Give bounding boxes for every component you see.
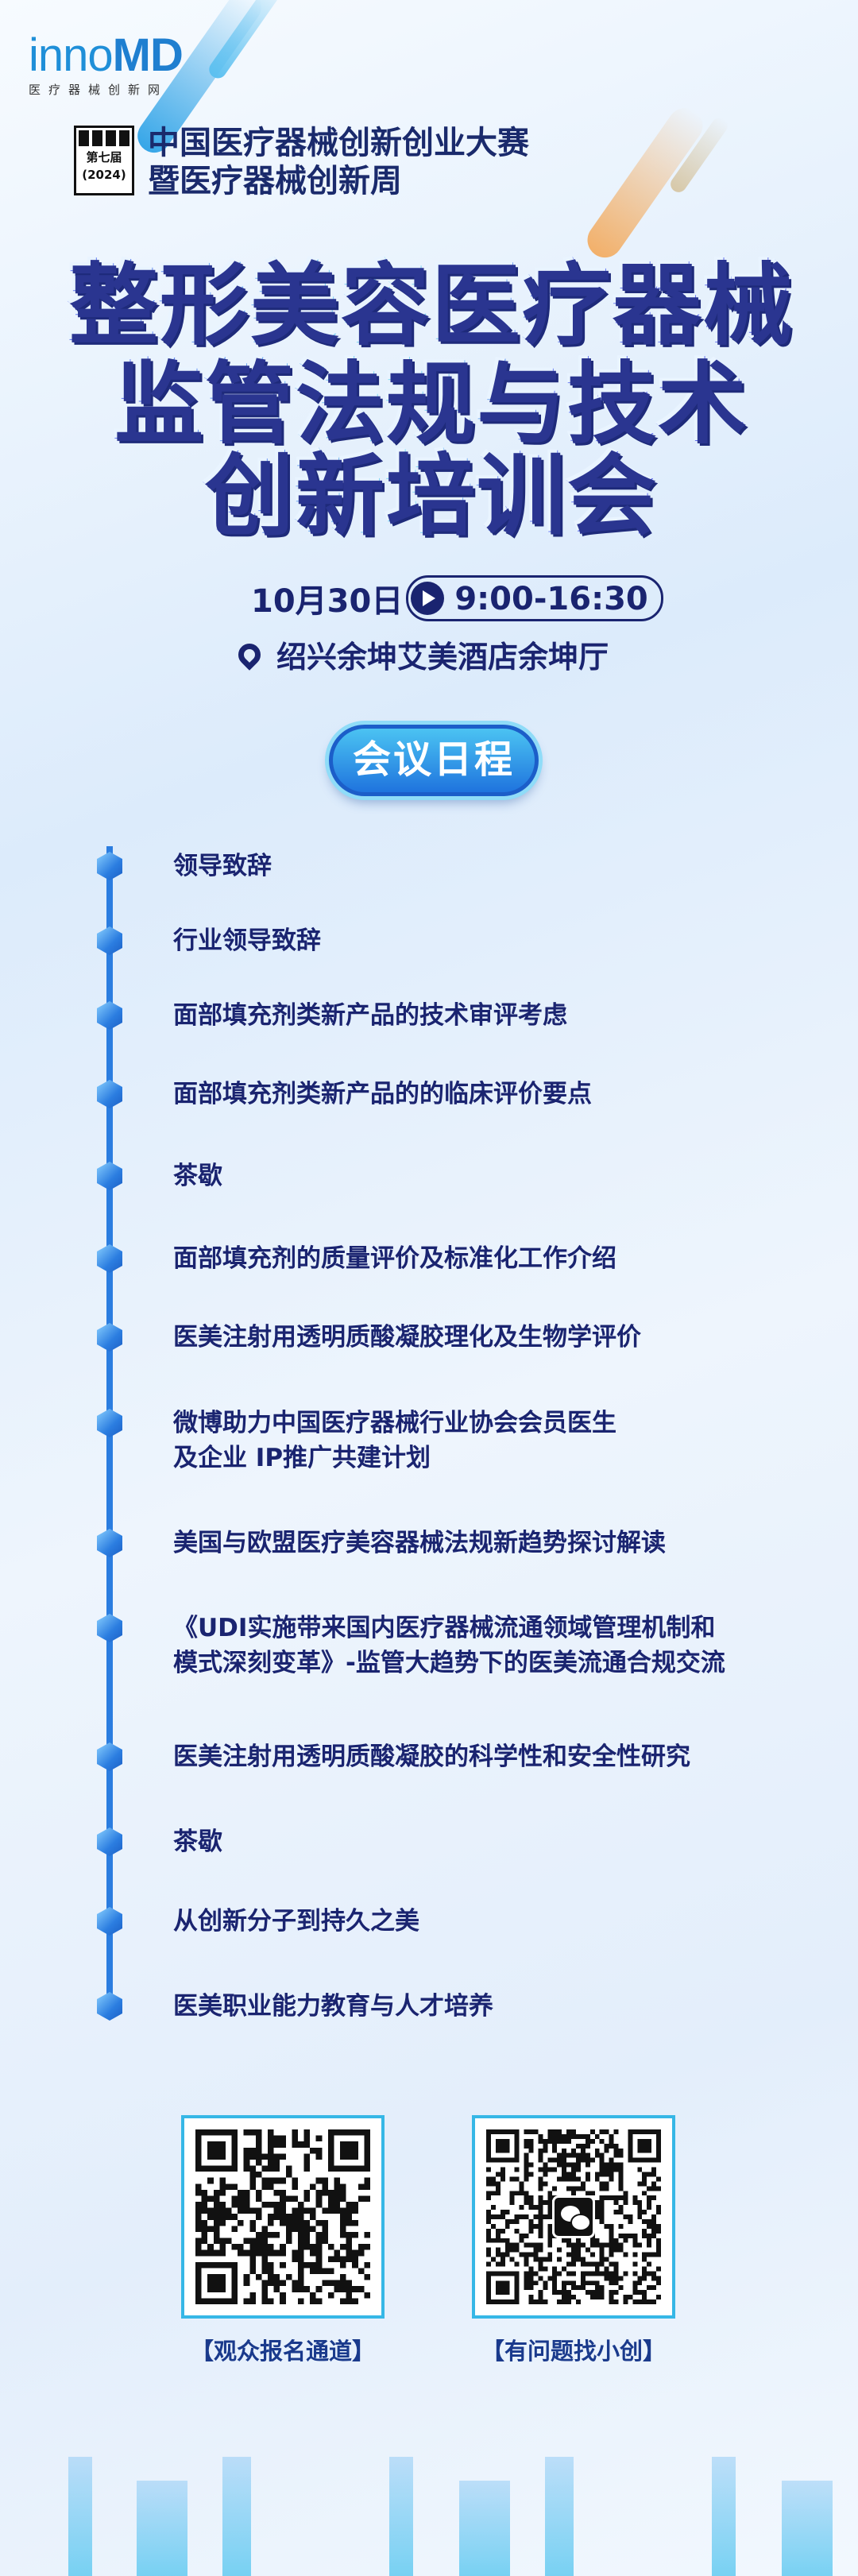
agenda-item-text: 茶歇 bbox=[173, 1162, 222, 1190]
location: 绍兴余坤艾美酒店余坤厅 bbox=[234, 632, 609, 676]
agenda-item-text: 面部填充剂的质量评价及标准化工作介绍 bbox=[173, 1244, 616, 1273]
agenda-item: 面部填充剂类新产品的技术审评考虑 bbox=[97, 998, 567, 1033]
hexagon-bullet-icon bbox=[97, 1244, 122, 1273]
hexagon-bullet-icon bbox=[97, 1323, 122, 1352]
decor-building bbox=[222, 2457, 251, 2576]
agenda-item: 从创新分子到持久之美 bbox=[97, 1904, 419, 1939]
hexagon-bullet-icon bbox=[97, 1162, 122, 1190]
agenda-item: 领导致辞 bbox=[97, 849, 272, 884]
agenda-item: 医美注射用透明质酸凝胶理化及生物学评价 bbox=[97, 1320, 641, 1355]
decor-building bbox=[389, 2457, 413, 2576]
agenda-item-text: 面部填充剂类新产品的的临床评价要点 bbox=[173, 1080, 592, 1108]
agenda-item: 面部填充剂的质量评价及标准化工作介绍 bbox=[97, 1241, 616, 1276]
hexagon-bullet-icon bbox=[97, 1080, 122, 1108]
qr-contact[interactable] bbox=[472, 2115, 675, 2319]
agenda-item: 茶歇 bbox=[97, 1824, 222, 1859]
agenda-item-text: 领导致辞 bbox=[173, 852, 272, 880]
hexagon-bullet-icon bbox=[97, 1409, 122, 1437]
agenda-item-text: 医美注射用透明质酸凝胶理化及生物学评价 bbox=[173, 1323, 641, 1352]
agenda-item-text: 医美职业能力教育与人才培养 bbox=[173, 1992, 493, 2021]
agenda-item: 行业领导致辞 bbox=[97, 923, 321, 958]
agenda-item: 《UDI实施带来国内医疗器械流通领域管理机制和 模式深刻变革》-监管大趋势下的医… bbox=[97, 1611, 725, 1681]
hexagon-bullet-icon bbox=[97, 1614, 122, 1642]
hexagon-bullet-icon bbox=[97, 1529, 122, 1557]
title-line-2: 监管法规与技术 bbox=[112, 350, 746, 454]
title-line-1: 整形美容医疗器械 bbox=[67, 252, 791, 355]
agenda-item-text: 面部填充剂类新产品的技术审评考虑 bbox=[173, 1001, 567, 1030]
agenda-button[interactable]: 会议日程 bbox=[329, 725, 539, 796]
decor-building bbox=[712, 2457, 736, 2576]
agenda-item: 微博助力中国医疗器械行业协会会员医生 及企业 IP推广共建计划 bbox=[97, 1406, 616, 1476]
hexagon-bullet-icon bbox=[97, 1001, 122, 1030]
innomd-logo: innoMD 医疗器械创新网 bbox=[29, 29, 184, 98]
agenda-item: 美国与欧盟医疗美容器械法规新趋势探讨解读 bbox=[97, 1526, 666, 1561]
agenda-item: 茶歇 bbox=[97, 1158, 222, 1193]
date-time: 10月30日 9:00-16:30 bbox=[251, 575, 663, 621]
decor-building bbox=[459, 2481, 510, 2576]
agenda-item-text: 美国与欧盟医疗美容器械法规新趋势探讨解读 bbox=[173, 1529, 666, 1557]
hexagon-bullet-icon bbox=[97, 1992, 122, 2021]
title-line-3: 创新培训会 bbox=[203, 443, 655, 546]
agenda-item-text: 茶歇 bbox=[173, 1828, 222, 1856]
qr-registration[interactable] bbox=[181, 2115, 385, 2319]
qr-label: 【有问题找小创】 bbox=[481, 2338, 666, 2365]
hexagon-bullet-icon bbox=[97, 1907, 122, 1936]
decor-building bbox=[137, 2481, 187, 2576]
hexagon-bullet-icon bbox=[97, 926, 122, 955]
agenda-item: 医美职业能力教育与人才培养 bbox=[97, 1989, 493, 2024]
decor-building bbox=[782, 2481, 833, 2576]
decor-stripe bbox=[580, 101, 710, 265]
agenda-item-text: 医美注射用透明质酸凝胶的科学性和安全性研究 bbox=[173, 1742, 690, 1771]
agenda-item: 医美注射用透明质酸凝胶的科学性和安全性研究 bbox=[97, 1739, 690, 1774]
agenda-item-text: 行业领导致辞 bbox=[173, 926, 321, 955]
agenda-item-text: 从创新分子到持久之美 bbox=[173, 1907, 419, 1936]
wechat-icon bbox=[552, 2195, 595, 2238]
agenda-item-text: 《UDI实施带来国内医疗器械流通领域管理机制和 模式深刻变革》-监管大趋势下的医… bbox=[173, 1614, 725, 1677]
hexagon-bullet-icon bbox=[97, 1742, 122, 1771]
decor-building bbox=[68, 2457, 92, 2576]
qr-label: 【观众报名通道】 bbox=[190, 2338, 375, 2365]
agenda-item: 面部填充剂类新产品的的临床评价要点 bbox=[97, 1077, 592, 1112]
play-icon bbox=[411, 582, 445, 615]
decor-building bbox=[545, 2457, 574, 2576]
hexagon-bullet-icon bbox=[97, 1828, 122, 1856]
agenda-item-text: 微博助力中国医疗器械行业协会会员医生 及企业 IP推广共建计划 bbox=[173, 1409, 616, 1472]
event-subtitle: 中国医疗器械创新创业大赛暨医疗器械创新周 bbox=[148, 125, 529, 199]
edition-badge: 第七届(2024) bbox=[74, 126, 134, 195]
hexagon-bullet-icon bbox=[97, 852, 122, 880]
location-pin-icon bbox=[234, 638, 265, 671]
